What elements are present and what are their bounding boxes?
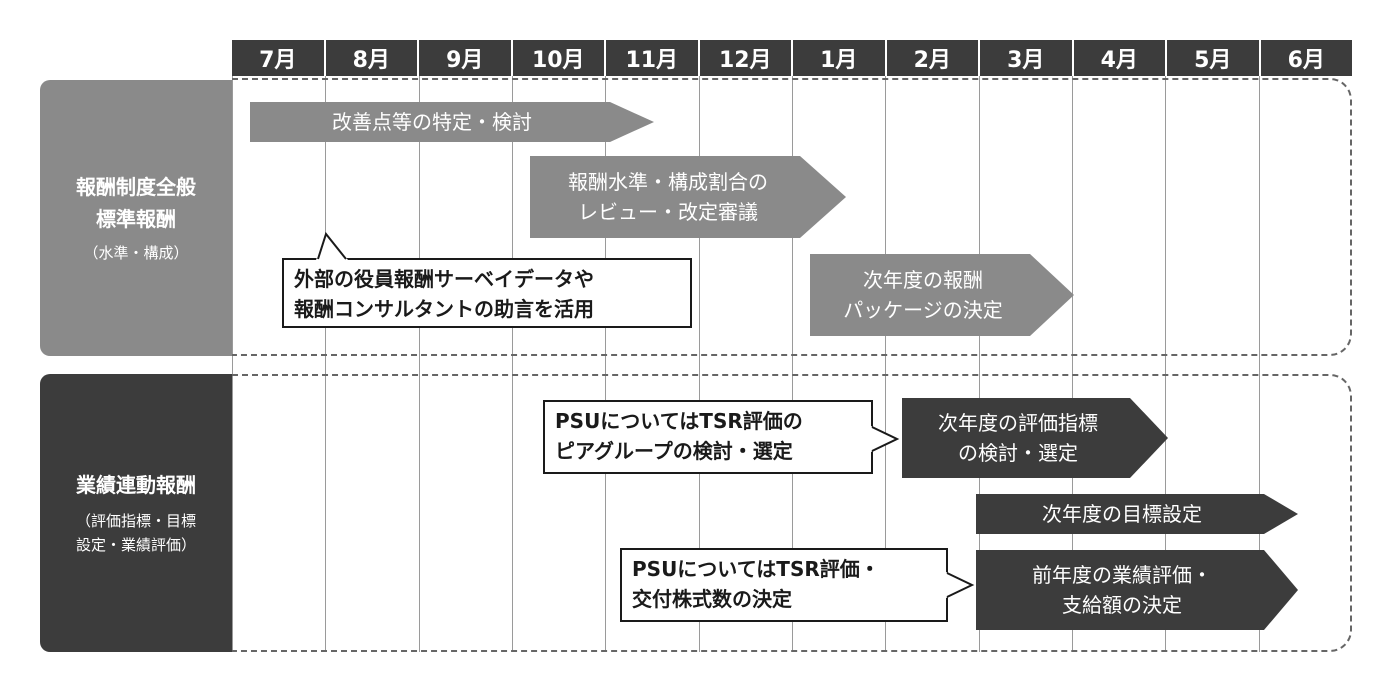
- month-header: 7月 8月 9月 10月 11月 12月 1月 2月 3月 4月 5月 6月: [232, 40, 1352, 76]
- note-tsr-text-2: 交付株式数の決定: [632, 587, 792, 611]
- month-sep: 9月: [417, 40, 511, 76]
- grid-line: [1259, 76, 1260, 652]
- note-survey-text-1: 外部の役員報酬サーベイデータや: [294, 267, 594, 291]
- grid-line: [605, 76, 606, 652]
- step-prev-eval-label-1: 前年度の業績評価・: [1032, 563, 1212, 587]
- step-eval-index-label-2: の検討・選定: [958, 441, 1078, 465]
- step-package-arrow: 次年度の報酬 パッケージの決定: [810, 254, 1074, 336]
- month-feb: 2月: [884, 40, 978, 76]
- step-target-label: 次年度の目標設定: [1042, 502, 1202, 526]
- step-prev-eval-label-2: 支給額の決定: [1062, 593, 1182, 617]
- step-package-label-1: 次年度の報酬: [862, 268, 983, 292]
- grid-line: [419, 76, 420, 652]
- grid-line: [512, 76, 513, 652]
- lane-performance-subtitle-1: （評価指標・目標: [75, 512, 196, 530]
- step-review-label-2: レビュー・改定審議: [578, 200, 758, 224]
- grid-line: [792, 76, 793, 652]
- month-nov: 11月: [604, 40, 698, 76]
- month-jul: 7月: [232, 40, 324, 76]
- note-peer-pointer: [871, 426, 900, 452]
- lane-performance-label: 業績連動報酬 （評価指標・目標 設定・業績評価）: [40, 374, 232, 652]
- month-jun: 6月: [1258, 40, 1352, 76]
- note-peer-text-1: PSUについてはTSR評価の: [555, 409, 803, 433]
- grid-line: [1072, 76, 1073, 652]
- note-peer-text-2: ピアグループの検討・選定: [555, 439, 793, 463]
- step-prev-eval-arrow: 前年度の業績評価・ 支給額の決定: [976, 550, 1298, 630]
- grid-line: [1165, 76, 1166, 652]
- grid-line: [325, 76, 326, 652]
- lane-performance-border: [232, 374, 1352, 652]
- step-review-label-1: 報酬水準・構成割合の: [568, 170, 768, 194]
- note-tsr-pointer: [946, 572, 975, 598]
- note-tsr-text-1: PSUについてはTSR評価・: [632, 557, 880, 581]
- step-improve-arrow: 改善点等の特定・検討: [250, 102, 654, 142]
- step-eval-index-label-1: 次年度の評価指標: [938, 411, 1098, 435]
- note-survey-callout: 外部の役員報酬サーベイデータや 報酬コンサルタントの助言を活用: [282, 258, 692, 328]
- note-peer-callout: PSUについてはTSR評価の ピアグループの検討・選定: [543, 400, 873, 474]
- grid-line: [232, 76, 233, 652]
- grid-line: [979, 76, 980, 652]
- month-jan: 1月: [791, 40, 885, 76]
- month-mar: 3月: [978, 40, 1072, 76]
- lane-general-title-1: 報酬制度全般: [76, 175, 196, 199]
- step-eval-index-arrow: 次年度の評価指標 の検討・選定: [902, 398, 1168, 478]
- month-aug: 8月: [323, 40, 417, 76]
- grid-line: [885, 76, 886, 652]
- step-review-arrow: 報酬水準・構成割合の レビュー・改定審議: [530, 156, 846, 238]
- lane-general-border: [232, 78, 1352, 356]
- month-oct: 10月: [510, 40, 604, 76]
- step-package-label-2: パッケージの決定: [843, 298, 1003, 322]
- grid-line: [699, 76, 700, 652]
- note-survey-pointer: [316, 231, 348, 260]
- month-apr: 4月: [1071, 40, 1165, 76]
- lane-general-label: 報酬制度全般 標準報酬 （水準・構成）: [40, 80, 232, 356]
- note-tsr-callout: PSUについてはTSR評価・ 交付株式数の決定: [620, 548, 948, 622]
- lane-performance-title: 業績連動報酬: [76, 473, 196, 497]
- step-improve-label: 改善点等の特定・検討: [332, 110, 532, 134]
- lane-general-subtitle: （水準・構成）: [83, 244, 189, 262]
- lane-performance-subtitle-2: 設定・業績評価）: [75, 536, 196, 554]
- month-may: 5月: [1165, 40, 1259, 76]
- note-survey-text-2: 報酬コンサルタントの助言を活用: [294, 297, 594, 321]
- lane-general-title-2: 標準報酬: [96, 207, 176, 231]
- step-target-arrow: 次年度の目標設定: [976, 494, 1298, 534]
- month-dec: 12月: [697, 40, 791, 76]
